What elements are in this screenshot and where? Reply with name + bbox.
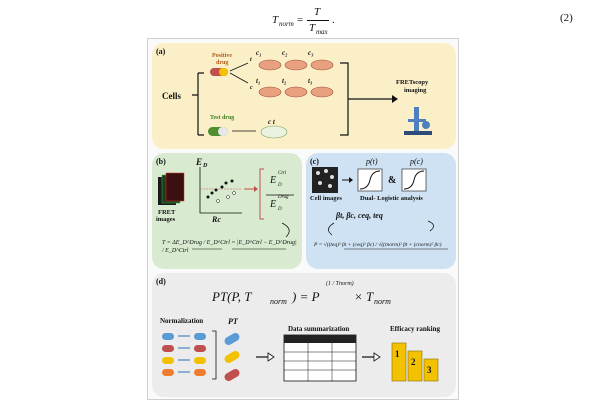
pt-formula-tail: × T <box>354 289 374 304</box>
rank-2: 2 <box>411 357 416 367</box>
panel-a-graphics <box>192 59 432 139</box>
rank-1: 1 <box>395 349 400 359</box>
scatter-points <box>206 179 236 203</box>
top-equation: T norm = T T max . <box>272 6 335 36</box>
eq-fraction-bar <box>307 20 329 21</box>
pt-formula-norm: norm <box>270 297 287 306</box>
equation-number: (2) <box>560 12 573 24</box>
params-label: βt, βc, ceq, teq <box>336 211 383 220</box>
summary-table <box>283 334 357 382</box>
pt-formula-lhs: PT(P, T <box>212 289 252 304</box>
ratio-top-sup: Ctrl <box>278 171 287 176</box>
pt-formula-tail-sub: norm <box>374 297 391 306</box>
pt-curve-label: p(t) <box>366 157 378 166</box>
panel-c-graphics <box>312 167 448 250</box>
positive-drug-capsule <box>210 68 228 76</box>
ratio-bot-var: E <box>270 199 277 210</box>
efficacy-ranking-label: Efficacy ranking <box>390 325 440 333</box>
rc-axis-label: Rc <box>212 215 221 224</box>
panel-b-label: (b) <box>156 157 166 166</box>
pt-formula-mid: ) = P <box>292 289 320 304</box>
ed-axis-label: E <box>196 157 203 167</box>
fret-label-2: imaging <box>404 87 427 94</box>
ratio-bot-sub: D <box>278 207 282 212</box>
ratio-top-sub: D <box>278 183 282 188</box>
ratio-top-var: E <box>270 175 277 186</box>
ed-axis-sub: D <box>203 163 208 169</box>
workflow-figure: (a) Cells Positive drug Test drug <box>147 38 459 400</box>
ratio-bot-sup: Drug <box>278 195 289 200</box>
eq-den-sub: max <box>316 28 328 36</box>
petri-dishes <box>258 59 334 139</box>
t-formula: T = ΔE_D^Drug / E_D^Ctrl = |E_D^Ctrl − E… <box>162 240 297 254</box>
p-formula: P = √((teq)² βt + (ceq)² βc) / √((tnorm)… <box>314 242 442 248</box>
cells-label: Cells <box>162 91 181 101</box>
fret-images-label-2: images <box>156 216 176 223</box>
cell-images-label: Cell images <box>310 195 342 202</box>
panel-c-label: (c) <box>310 157 319 166</box>
positive-drug-label-1: Positive <box>212 53 232 59</box>
c-row-label: c <box>250 85 253 91</box>
microscope-icon <box>404 107 432 135</box>
test-drug-label: Test drug <box>210 115 235 121</box>
t2-label: t₂ <box>282 77 287 85</box>
t-row-label: t <box>250 57 252 63</box>
panel-b: (b) <box>152 153 302 269</box>
t1-label: t₁ <box>256 77 261 85</box>
panel-d: (d) PT(P, T norm ) = P (1 / Tnorm) × T n… <box>152 273 456 397</box>
cell-image-thumbnail <box>312 167 338 193</box>
logistic-curve-t <box>357 168 383 192</box>
test-drug-capsule <box>208 127 228 136</box>
c2-label: c₂ <box>282 49 288 57</box>
positive-drug-label-2: drug <box>216 60 229 66</box>
rank-3: 3 <box>427 365 432 375</box>
fret-images-label-1: FRET <box>158 209 176 216</box>
dual-logistic-label: Dual- Logistic analysis <box>360 195 423 202</box>
data-summarization-label: Data summarization <box>288 325 350 333</box>
normalization-capsules <box>162 333 206 376</box>
pt-formula-exp: (1 / Tnorm) <box>326 281 354 287</box>
eq-lhs-var: T <box>272 14 279 26</box>
normalization-label: Normalization <box>160 317 204 325</box>
panel-b-graphics <box>158 167 294 250</box>
fret-label-1: FRETscopy <box>396 79 429 86</box>
logistic-curve-c <box>401 168 427 192</box>
fret-image-stack <box>158 172 185 205</box>
panel-c: (c) Cell images <box>306 153 456 269</box>
eq-num: T <box>314 6 321 18</box>
panel-a: (a) Cells Positive drug Test drug <box>152 43 456 149</box>
efficacy-podium <box>391 342 439 382</box>
c3-label: c₃ <box>308 49 314 57</box>
c1-label: c₁ <box>256 49 262 57</box>
eq-den-var: T <box>309 22 316 34</box>
panel-d-graphics <box>162 330 439 382</box>
eq-lhs-sub: norm <box>279 20 294 28</box>
panel-a-label: (a) <box>156 47 166 56</box>
panel-d-label: (d) <box>156 277 166 286</box>
t3-label: t₃ <box>308 77 313 85</box>
pt-capsules <box>224 333 240 381</box>
pt-label: PT <box>228 317 238 326</box>
ampersand: & <box>388 175 397 186</box>
pc-curve-label: p(c) <box>410 157 423 166</box>
test-ct-label: c t <box>268 118 275 126</box>
